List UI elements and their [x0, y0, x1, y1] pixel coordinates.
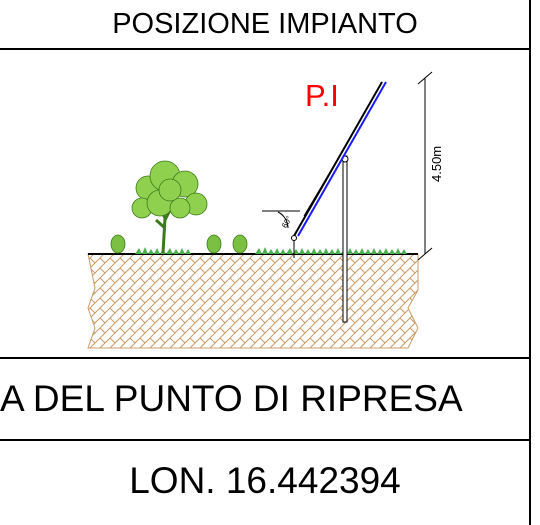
divider-line: [0, 357, 530, 359]
longitude-text: LON. 16.442394: [129, 460, 401, 501]
tree: [131, 160, 208, 254]
support-post: [342, 155, 348, 323]
grass: [135, 247, 407, 254]
page-title: POSIZIONE IMPIANTO: [112, 7, 418, 40]
angle-label: 60°: [280, 215, 294, 230]
soil-section: [87, 253, 419, 349]
solar-panel: [297, 81, 387, 237]
bush: [110, 234, 248, 254]
panel-frame: [293, 81, 383, 237]
point-of-installation-label: P.I: [305, 78, 339, 113]
height-label: 4.50m: [429, 146, 444, 182]
dimension-tick: [417, 71, 433, 85]
base-pivot: [291, 235, 297, 241]
caption-text: A DEL PUNTO DI RIPRESA: [0, 378, 463, 419]
right-frame-line: [529, 0, 531, 525]
angle-arc: [277, 211, 289, 229]
dimension-tick: [417, 247, 433, 261]
installation-diagram: 60° 4.50m P.I: [87, 71, 444, 349]
divider-line: [0, 48, 530, 50]
divider-line: [0, 439, 530, 441]
panel-brace: [303, 161, 337, 217]
